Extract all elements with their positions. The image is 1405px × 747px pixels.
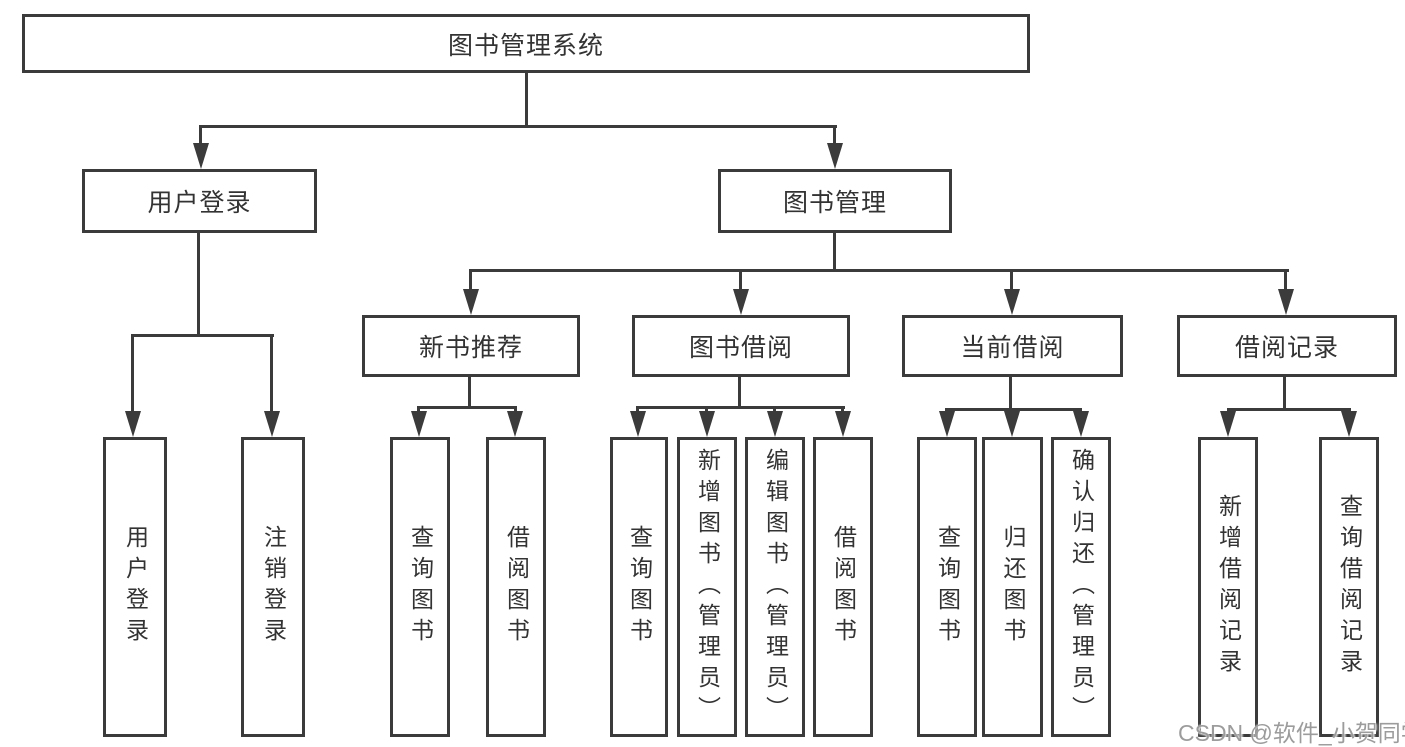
connector-line xyxy=(945,408,1082,411)
csdn-watermark: CSDN @软件_小贺同学 xyxy=(1178,720,1405,746)
node-user-login: 用户登录 xyxy=(82,169,317,233)
leaf-logout: 注销登录 xyxy=(241,437,305,737)
connector-line xyxy=(468,377,471,408)
connector-line xyxy=(1283,377,1286,411)
connector-line xyxy=(833,233,836,272)
connector-line xyxy=(1284,269,1287,291)
connector-line xyxy=(705,406,708,414)
connector-line xyxy=(636,406,845,409)
leaf-query-borrow-record: 查询借阅记录 xyxy=(1319,437,1379,737)
arrowhead-icon xyxy=(411,411,427,437)
connector-line xyxy=(131,334,134,414)
arrowhead-icon xyxy=(699,411,715,437)
leaf-return-book: 归还图书 xyxy=(982,437,1043,737)
connector-line xyxy=(417,406,420,414)
connector-line xyxy=(270,334,273,414)
leaf-query-books-borrowing: 查询图书 xyxy=(610,437,668,737)
connector-line xyxy=(1009,377,1012,411)
arrowhead-icon xyxy=(1004,289,1020,315)
connector-line xyxy=(417,406,517,409)
node-book-borrowing: 图书借阅 xyxy=(632,315,850,377)
connector-line xyxy=(470,269,1289,272)
connector-line xyxy=(199,125,202,147)
node-root-library-system: 图书管理系统 xyxy=(22,14,1030,73)
node-current-borrowing: 当前借阅 xyxy=(902,315,1123,377)
arrowhead-icon xyxy=(939,411,955,437)
connector-line xyxy=(738,377,741,408)
arrowhead-icon xyxy=(125,411,141,437)
connector-line xyxy=(841,406,844,414)
arrowhead-icon xyxy=(1341,411,1357,437)
arrowhead-icon xyxy=(835,411,851,437)
arrowhead-icon xyxy=(193,143,209,169)
leaf-borrow-books-recommend: 借阅图书 xyxy=(486,437,546,737)
connector-line xyxy=(514,406,517,414)
leaf-confirm-return-admin: 确认归还（管理员） xyxy=(1051,437,1111,737)
connector-line xyxy=(1227,408,1351,411)
leaf-query-books-current: 查询图书 xyxy=(917,437,977,737)
arrowhead-icon xyxy=(1073,411,1089,437)
leaf-edit-book-admin: 编辑图书（管理员） xyxy=(745,437,805,737)
node-new-book-recommend: 新书推荐 xyxy=(362,315,580,377)
arrowhead-icon xyxy=(733,289,749,315)
connector-line xyxy=(525,73,528,128)
arrowhead-icon xyxy=(1278,289,1294,315)
arrowhead-icon xyxy=(827,143,843,169)
leaf-query-books-recommend: 查询图书 xyxy=(390,437,450,737)
connector-line xyxy=(131,334,274,337)
node-book-management: 图书管理 xyxy=(718,169,952,233)
connector-line xyxy=(739,269,742,291)
connector-line xyxy=(1010,269,1013,291)
arrowhead-icon xyxy=(630,411,646,437)
node-borrowing-records: 借阅记录 xyxy=(1177,315,1397,377)
connector-line xyxy=(199,125,837,128)
leaf-borrow-books: 借阅图书 xyxy=(813,437,873,737)
connector-line xyxy=(636,406,639,414)
arrowhead-icon xyxy=(767,411,783,437)
arrowhead-icon xyxy=(463,289,479,315)
connector-line xyxy=(469,269,472,291)
connector-line xyxy=(833,125,836,147)
arrowhead-icon xyxy=(507,411,523,437)
arrowhead-icon xyxy=(1220,411,1236,437)
connector-line xyxy=(773,406,776,414)
connector-line xyxy=(197,233,200,337)
arrowhead-icon xyxy=(1004,411,1020,437)
leaf-user-login: 用户登录 xyxy=(103,437,167,737)
leaf-add-book-admin: 新增图书（管理员） xyxy=(677,437,737,737)
leaf-add-borrow-record: 新增借阅记录 xyxy=(1198,437,1258,737)
arrowhead-icon xyxy=(264,411,280,437)
